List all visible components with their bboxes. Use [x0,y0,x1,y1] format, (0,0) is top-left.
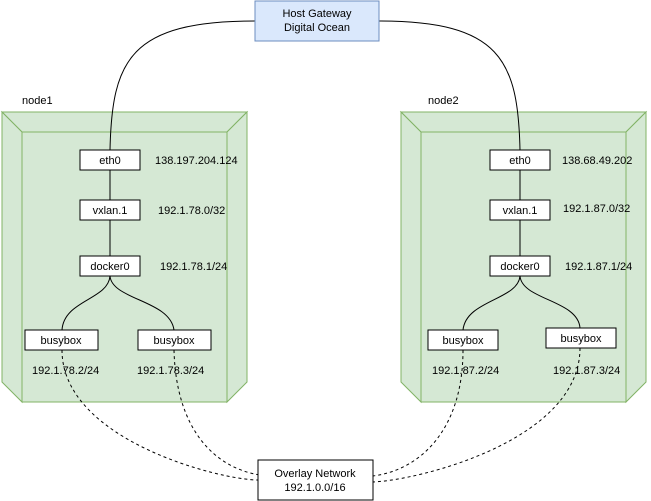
node2-busybox2-overlay-link [372,347,581,483]
node2-top-face [399,111,648,133]
node2-eth0-label: eth0 [509,155,530,167]
node2-docker-busybox2-link [519,275,581,329]
node2-busybox2-ip: 192.1.87.3/24 [553,365,620,377]
node1-box [0,110,249,404]
node1-eth0-ip: 138.197.204.124 [155,155,238,167]
node2-busybox2-box [545,327,617,349]
node2-vxlan-ip: 192.1.87.0/32 [563,203,630,215]
node1-busybox2-overlay-link [173,349,261,476]
node2-title: node2 [428,95,459,107]
node2-vxlan-label: vxlan.1 [503,205,538,217]
node1-busybox2-ip: 192.1.78.3/24 [137,365,204,377]
node2-busybox2-label: busybox [561,333,602,345]
node2-vxlan-box [489,199,551,221]
gateway-to-node2-eth0-link [378,20,521,151]
host-gateway-box [254,0,380,42]
node1-docker-busybox2-link [109,275,175,331]
node2-docker0-box [489,255,551,277]
node1-vxlan-ip: 192.1.78.0/32 [158,205,225,217]
node1-busybox2-label: busybox [154,335,195,347]
node2-eth0-box [489,149,551,171]
node2-docker0-ip: 192.1.87.1/24 [565,261,632,273]
node1-docker0-ip: 192.1.78.1/24 [160,261,227,273]
overlay-network-label-line1: Overlay Network [274,468,356,480]
node1-docker0-label: docker0 [90,261,129,273]
node1-docker0-box [79,255,141,277]
node2-busybox1-ip: 192.1.87.2/24 [432,365,499,377]
node2-busybox1-label: busybox [443,335,484,347]
node1-left-face [1,110,23,404]
node1-busybox1-ip: 192.1.78.2/24 [32,365,99,377]
node1-busybox1-box [24,329,99,351]
node2-docker-busybox1-link [462,275,521,331]
overlay-network-label-line2: 192.1.0.0/16 [284,482,345,494]
node1-eth0-label: eth0 [99,155,120,167]
node2-busybox1-box [427,329,499,351]
overlay-network-box [257,459,374,501]
node1-docker-busybox1-link [61,275,111,331]
node1-vxlan-box [79,199,141,221]
node2-busybox1-overlay-link [372,349,464,477]
node1-title: node1 [22,95,53,107]
gateway-to-node1-eth0-link [109,20,256,151]
node1-top-face [0,111,249,133]
node1-busybox1-label: busybox [41,335,82,347]
node1-vxlan-label: vxlan.1 [93,205,128,217]
node2-docker0-label: docker0 [500,261,539,273]
node1-eth0-box [79,149,141,171]
node1-busybox2-box [137,329,212,351]
node2-left-face [400,110,422,404]
host-gateway-label-line1: Host Gateway [282,8,352,20]
host-gateway-label-line2: Digital Ocean [284,22,350,34]
node2-eth0-ip: 138.68.49.202 [562,155,632,167]
